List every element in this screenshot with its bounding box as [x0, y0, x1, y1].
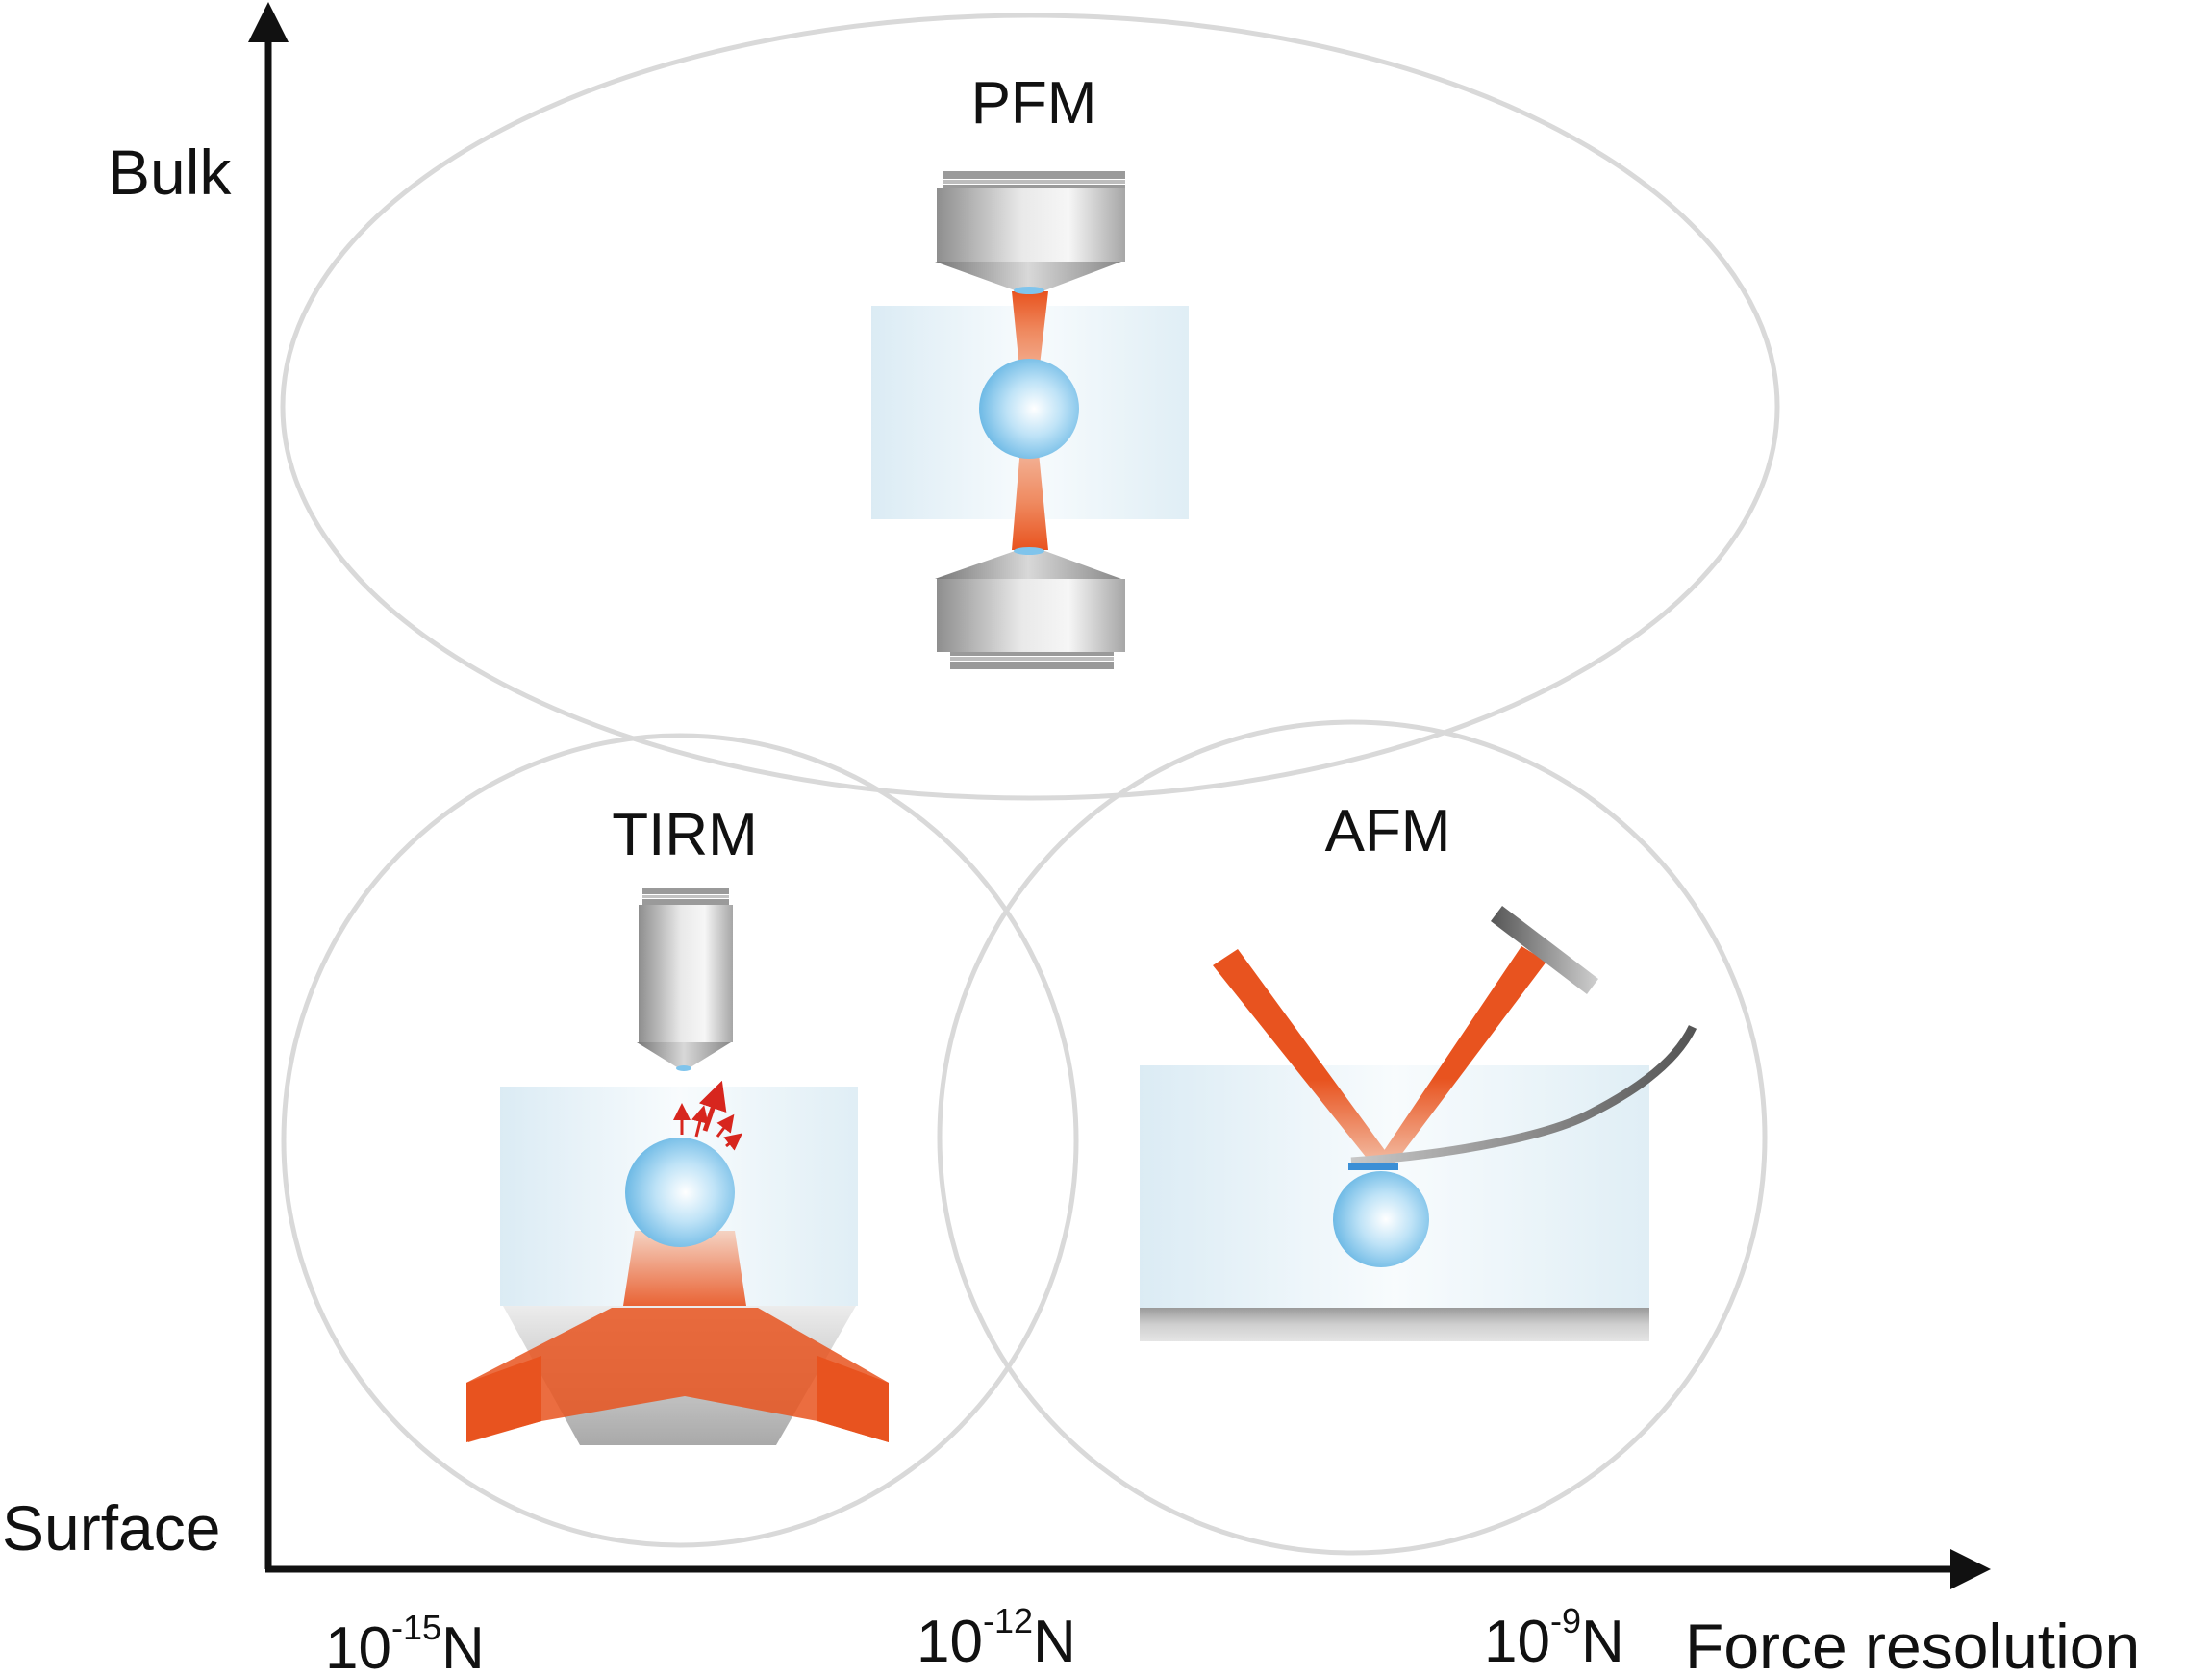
substrate-plate [1140, 1308, 1649, 1341]
laser-beam-reflected [1373, 946, 1546, 1166]
x-tick-label: 10-9N [1484, 1601, 1624, 1675]
bead-icon [625, 1138, 735, 1247]
scattered-light-icon [673, 1080, 743, 1151]
objective-bottom-icon [935, 550, 1125, 669]
y-label-surface: Surface [2, 1492, 220, 1563]
afm-illustration [1140, 906, 1697, 1341]
tirm-region [281, 733, 1079, 1548]
x-tick-label: 10-12N [917, 1601, 1076, 1675]
tirm-illustration [466, 888, 889, 1445]
pfm-region [280, 13, 1780, 801]
x-axis-title: Force resolution [1685, 1611, 2140, 1676]
x-axis-arrowhead [1950, 1549, 1991, 1589]
cantilever [1350, 1024, 1697, 1166]
objective-icon [637, 888, 733, 1071]
objective-top-icon [935, 171, 1125, 291]
y-axis-arrowhead [248, 2, 289, 42]
photodetector-icon [1491, 906, 1598, 994]
afm-title: AFM [1325, 798, 1451, 864]
bead-icon [1333, 1171, 1429, 1267]
laser-beam-incident [1213, 949, 1395, 1166]
x-tick-label: 10-15N [325, 1608, 485, 1676]
tirm-title: TIRM [612, 802, 758, 868]
y-label-bulk: Bulk [108, 137, 232, 208]
pfm-title: PFM [971, 70, 1097, 137]
pfm-illustration [871, 171, 1189, 669]
evanescent-field [623, 1231, 746, 1306]
bead-icon [979, 359, 1079, 459]
afm-region [937, 719, 1768, 1556]
